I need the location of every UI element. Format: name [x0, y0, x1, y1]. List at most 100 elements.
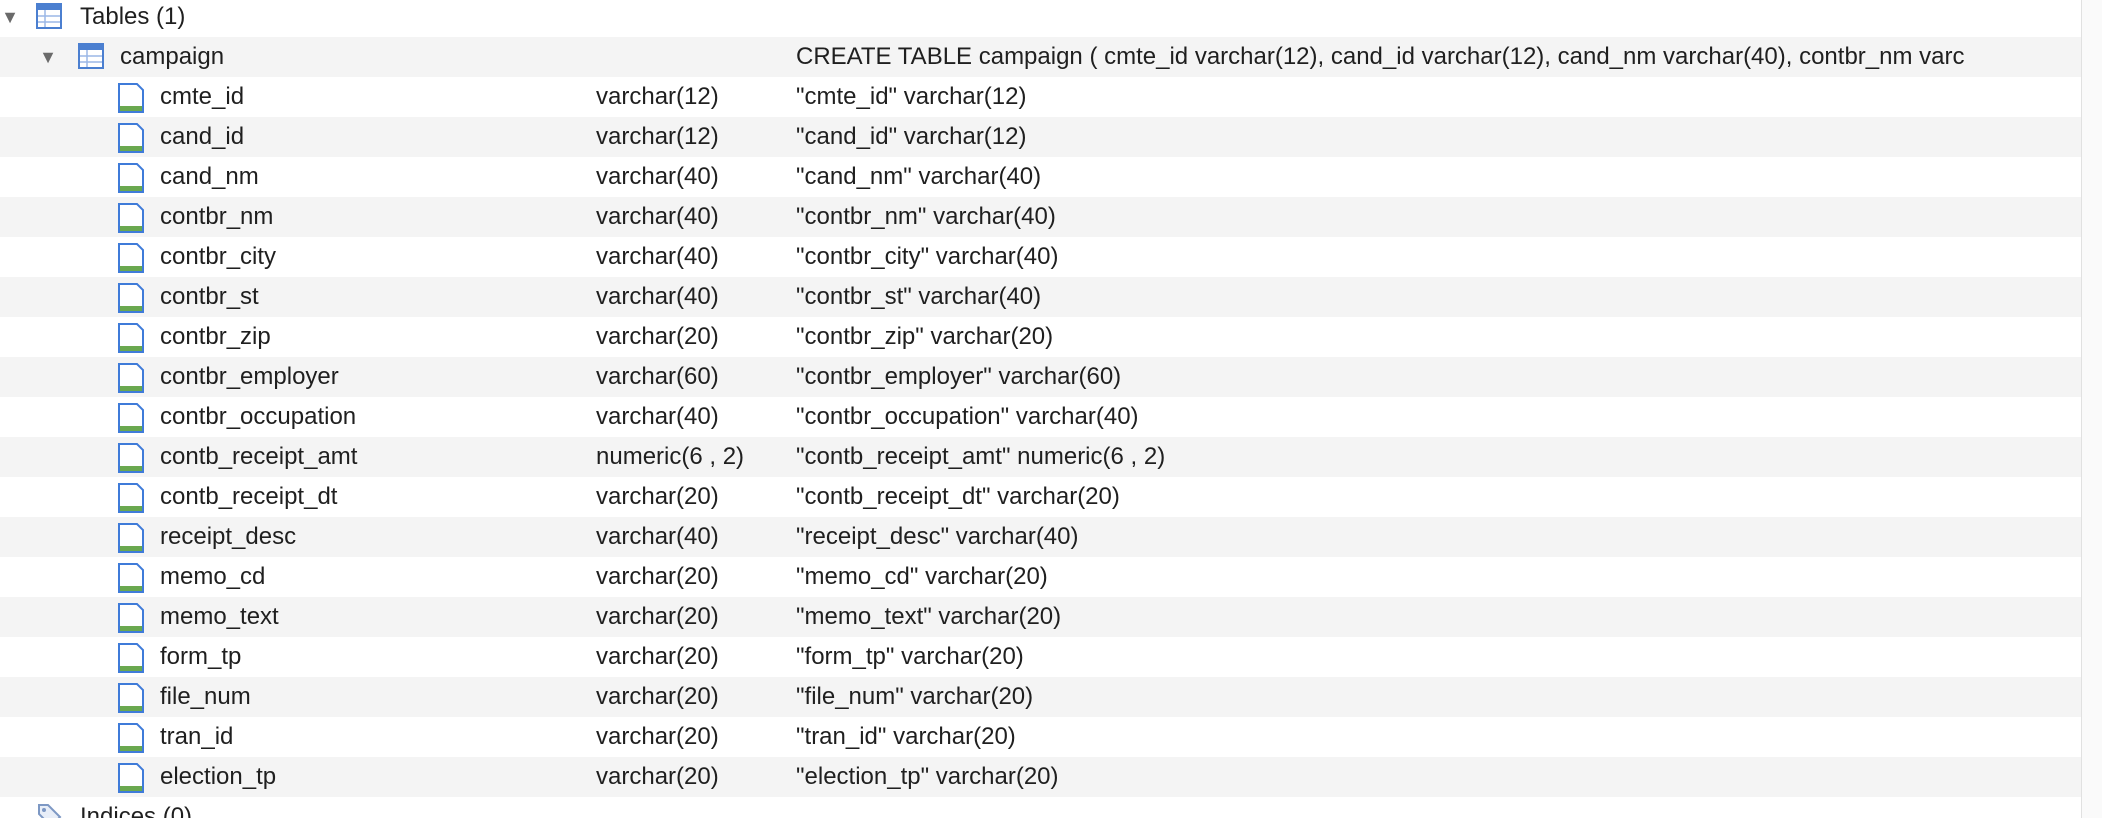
tree-row-column[interactable]: cmte_id varchar(12) "cmte_id" varchar(12… — [0, 77, 2082, 117]
column-name: contbr_city — [160, 243, 277, 270]
column-definition: "receipt_desc" varchar(40) — [796, 523, 1079, 550]
disclosure-triangle-icon[interactable]: ▼ — [39, 47, 57, 67]
column-definition: "election_tp" varchar(20) — [796, 763, 1059, 790]
column-type: numeric(6 , 2) — [596, 443, 745, 470]
table-group-icon — [36, 3, 62, 36]
column-icon — [118, 483, 144, 520]
column-definition: "form_tp" varchar(20) — [796, 643, 1024, 670]
column-type: varchar(40) — [596, 243, 719, 270]
tree-row-tables[interactable]: ▼ Tables (1) — [0, 0, 2082, 37]
tree-row-column[interactable]: contbr_occupation varchar(40) "contbr_oc… — [0, 397, 2082, 437]
index-icon — [36, 801, 64, 818]
column-name: contbr_employer — [160, 363, 339, 390]
column-icon — [118, 403, 144, 440]
column-icon — [118, 443, 144, 480]
tree-row-column[interactable]: contbr_st varchar(40) "contbr_st" varcha… — [0, 277, 2082, 317]
column-name: contb_receipt_amt — [160, 443, 358, 470]
column-name: contbr_zip — [160, 323, 271, 350]
tree-row-indices[interactable]: Indices (0) — [0, 797, 2082, 818]
column-icon — [118, 563, 144, 600]
column-definition: "memo_text" varchar(20) — [796, 603, 1062, 630]
column-definition: "file_num" varchar(20) — [796, 683, 1034, 710]
column-icon — [118, 723, 144, 760]
column-name: election_tp — [160, 763, 277, 790]
column-name: contb_receipt_dt — [160, 483, 338, 510]
tree-row-column[interactable]: memo_cd varchar(20) "memo_cd" varchar(20… — [0, 557, 2082, 597]
column-icon — [118, 203, 144, 240]
column-icon — [118, 363, 144, 400]
indices-group-label: Indices (0) — [80, 803, 193, 818]
column-name: receipt_desc — [160, 523, 297, 550]
tree-row-column[interactable]: cand_nm varchar(40) "cand_nm" varchar(40… — [0, 157, 2082, 197]
column-name: contbr_st — [160, 283, 259, 310]
tree-row-column[interactable]: file_num varchar(20) "file_num" varchar(… — [0, 677, 2082, 717]
tree-row-column[interactable]: contbr_city varchar(40) "contbr_city" va… — [0, 237, 2082, 277]
column-definition: "contbr_city" varchar(40) — [796, 243, 1059, 270]
column-name: contbr_nm — [160, 203, 274, 230]
tree-row-column[interactable]: contbr_nm varchar(40) "contbr_nm" varcha… — [0, 197, 2082, 237]
tables-group-label: Tables (1) — [80, 3, 186, 30]
column-icon — [118, 83, 144, 120]
disclosure-triangle-icon[interactable]: ▼ — [1, 7, 19, 27]
column-type: varchar(20) — [596, 563, 719, 590]
table-ddl: CREATE TABLE campaign ( cmte_id varchar(… — [796, 43, 1965, 70]
column-name: contbr_occupation — [160, 403, 357, 430]
column-type: varchar(12) — [596, 83, 719, 110]
tree-row-column[interactable]: election_tp varchar(20) "election_tp" va… — [0, 757, 2082, 797]
tree-row-column[interactable]: contb_receipt_dt varchar(20) "contb_rece… — [0, 477, 2082, 517]
column-name: memo_cd — [160, 563, 266, 590]
tree-row-table-campaign[interactable]: ▼ campaign CREATE TABLE campaign ( cmte_… — [0, 37, 2082, 77]
column-definition: "contbr_st" varchar(40) — [796, 283, 1042, 310]
column-name: memo_text — [160, 603, 279, 630]
tree-row-column[interactable]: contb_receipt_amt numeric(6 , 2) "contb_… — [0, 437, 2082, 477]
column-type: varchar(20) — [596, 763, 719, 790]
tree-row-column[interactable]: receipt_desc varchar(40) "receipt_desc" … — [0, 517, 2082, 557]
column-icon — [118, 243, 144, 280]
column-icon — [118, 123, 144, 160]
column-icon — [118, 763, 144, 800]
column-definition: "contb_receipt_amt" numeric(6 , 2) — [796, 443, 1166, 470]
column-type: varchar(20) — [596, 643, 719, 670]
column-icon — [118, 163, 144, 200]
column-type: varchar(20) — [596, 683, 719, 710]
column-definition: "contb_receipt_dt" varchar(20) — [796, 483, 1120, 510]
column-name: form_tp — [160, 643, 242, 670]
tree-row-column[interactable]: contbr_zip varchar(20) "contbr_zip" varc… — [0, 317, 2082, 357]
column-type: varchar(20) — [596, 723, 719, 750]
column-type: varchar(20) — [596, 323, 719, 350]
column-definition: "cmte_id" varchar(12) — [796, 83, 1027, 110]
column-definition: "tran_id" varchar(20) — [796, 723, 1016, 750]
column-name: cmte_id — [160, 83, 245, 110]
column-icon — [118, 683, 144, 720]
column-name: tran_id — [160, 723, 234, 750]
column-icon — [118, 643, 144, 680]
column-definition: "contbr_employer" varchar(60) — [796, 363, 1122, 390]
column-type: varchar(20) — [596, 483, 719, 510]
table-name: campaign — [120, 43, 225, 70]
column-icon — [118, 283, 144, 320]
column-definition: "memo_cd" varchar(20) — [796, 563, 1048, 590]
column-type: varchar(12) — [596, 123, 719, 150]
column-icon — [118, 523, 144, 560]
column-type: varchar(20) — [596, 603, 719, 630]
tree-row-column[interactable]: cand_id varchar(12) "cand_id" varchar(12… — [0, 117, 2082, 157]
column-definition: "cand_id" varchar(12) — [796, 123, 1027, 150]
column-icon — [118, 603, 144, 640]
column-definition: "contbr_nm" varchar(40) — [796, 203, 1056, 230]
column-definition: "contbr_zip" varchar(20) — [796, 323, 1054, 350]
vertical-scrollbar[interactable] — [2081, 0, 2102, 818]
column-type: varchar(40) — [596, 403, 719, 430]
column-name: file_num — [160, 683, 251, 710]
column-type: varchar(60) — [596, 363, 719, 390]
column-type: varchar(40) — [596, 283, 719, 310]
column-name: cand_id — [160, 123, 245, 150]
table-icon — [78, 43, 104, 76]
column-definition: "contbr_occupation" varchar(40) — [796, 403, 1139, 430]
column-icon — [118, 323, 144, 360]
tree-row-column[interactable]: memo_text varchar(20) "memo_text" varcha… — [0, 597, 2082, 637]
tree-row-column[interactable]: contbr_employer varchar(60) "contbr_empl… — [0, 357, 2082, 397]
tree-row-column[interactable]: tran_id varchar(20) "tran_id" varchar(20… — [0, 717, 2082, 757]
column-name: cand_nm — [160, 163, 259, 190]
tree-row-column[interactable]: form_tp varchar(20) "form_tp" varchar(20… — [0, 637, 2082, 677]
